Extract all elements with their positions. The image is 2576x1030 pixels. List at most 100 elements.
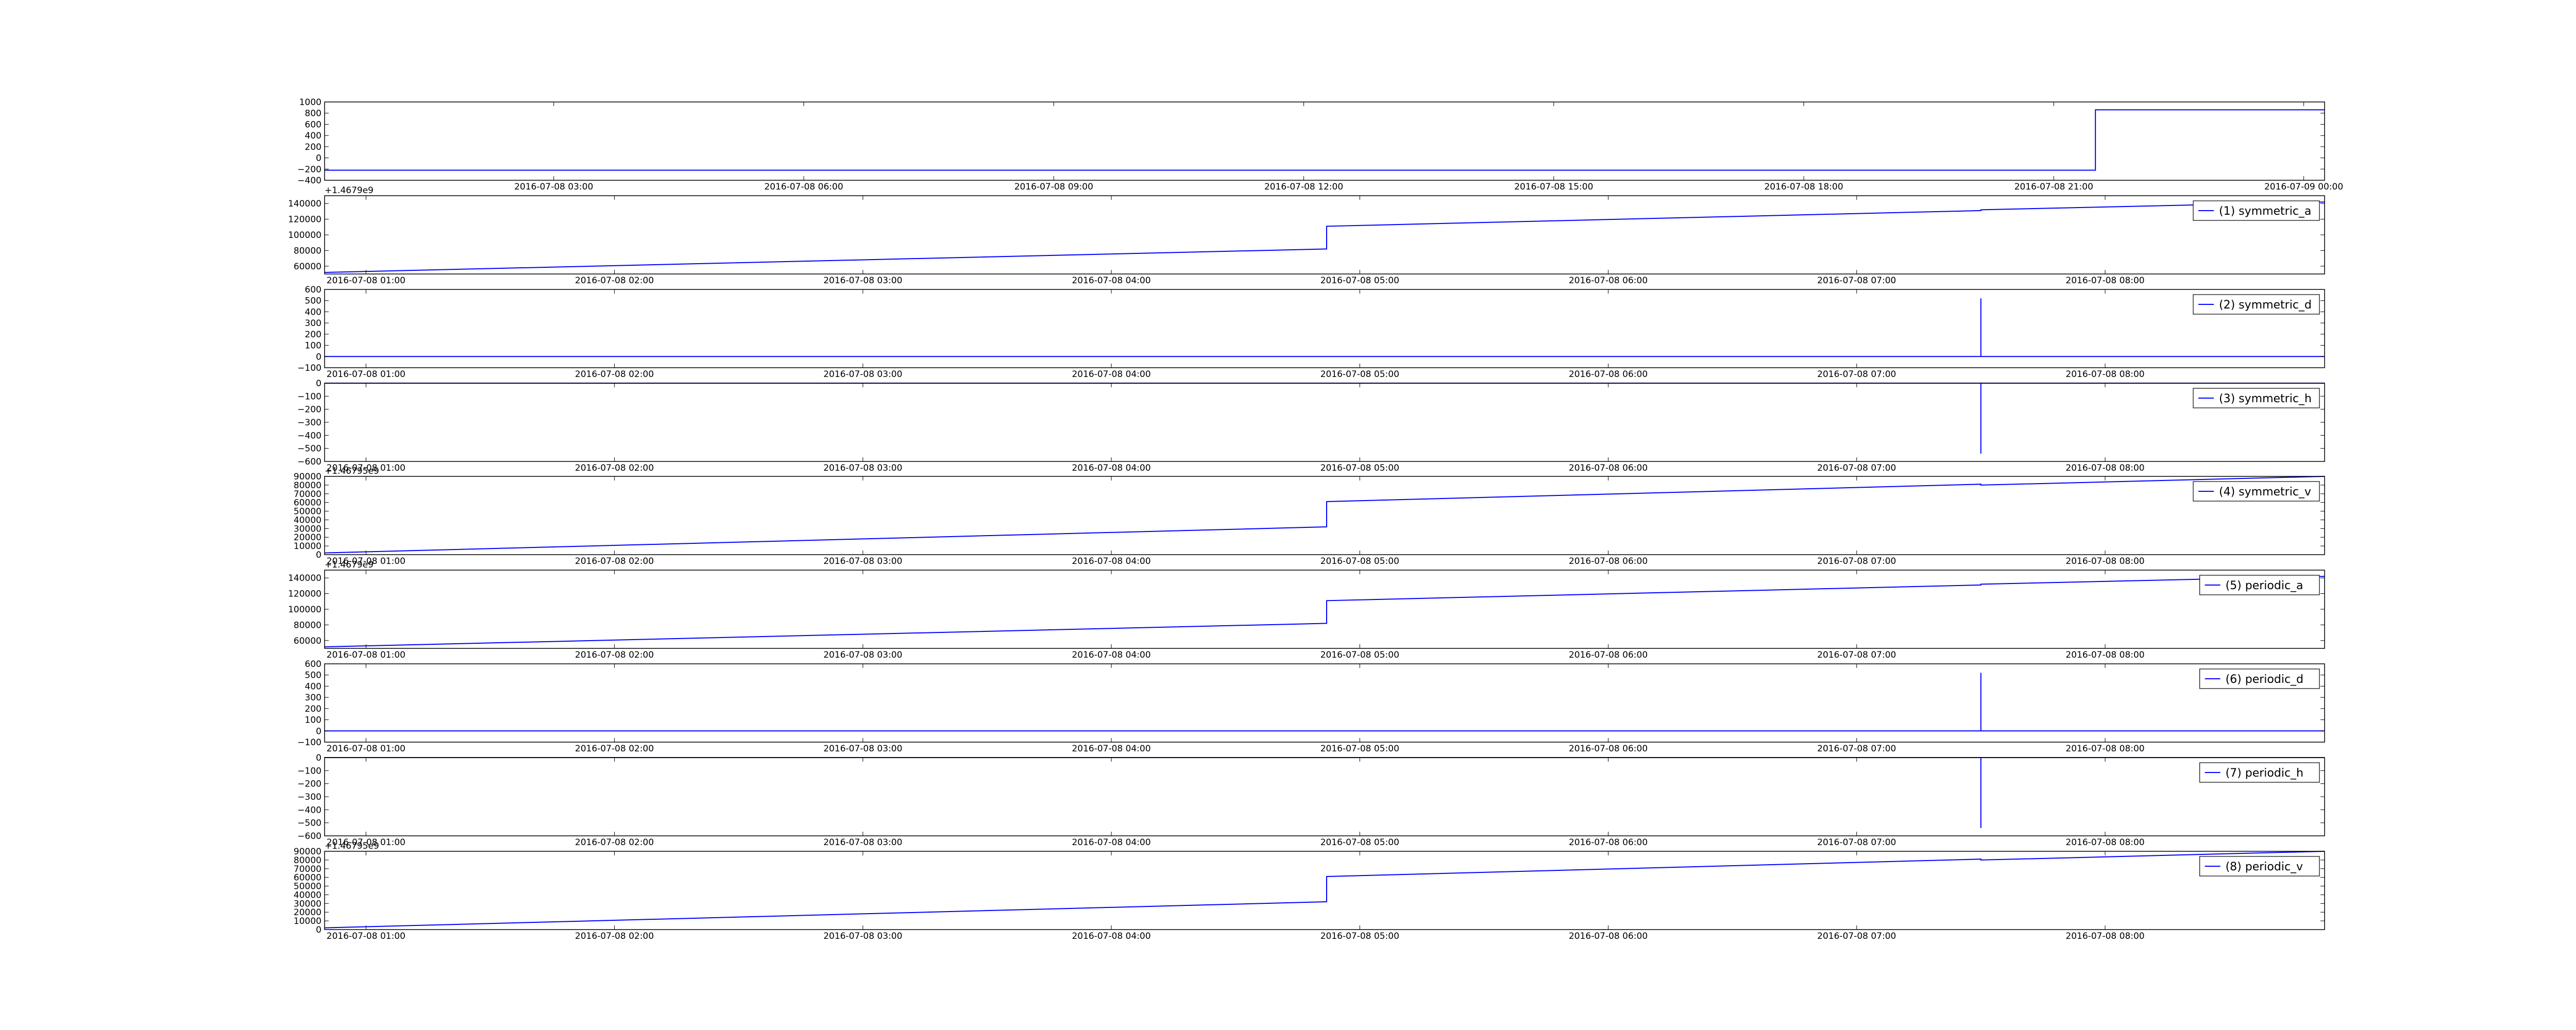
y-tick-label-2-7: −100 (297, 363, 321, 373)
axes-frame-0 (324, 101, 2325, 181)
legend-box-3 (2193, 388, 2320, 408)
y-tick-label-3-1: −100 (297, 391, 321, 402)
y-tick-label-3-4: −400 (297, 431, 321, 441)
y-tick-label-4-9: 0 (316, 550, 321, 560)
x-tick-label-1-4: 2016-07-08 05:00 (1320, 276, 1399, 286)
y-tick-label-4-1: 80000 (294, 480, 321, 491)
y-tick-label-5-2: 100000 (288, 605, 321, 615)
x-tick-label-7-6: 2016-07-08 07:00 (1817, 837, 1896, 848)
x-tick-label-7-2: 2016-07-08 03:00 (823, 837, 902, 848)
y-tick-label-1-2: 100000 (288, 230, 321, 241)
x-tick-label-0-5: 2016-07-08 18:00 (1764, 182, 1843, 192)
x-tick-label-3-4: 2016-07-08 05:00 (1320, 463, 1399, 473)
x-tick-label-0-6: 2016-07-08 21:00 (2014, 182, 2093, 192)
y-tick-label-1-1: 120000 (288, 215, 321, 225)
x-tick-label-4-7: 2016-07-08 08:00 (2065, 556, 2144, 566)
x-tick-label-6-1: 2016-07-08 02:00 (575, 744, 654, 754)
x-tick-label-6-6: 2016-07-08 07:00 (1817, 744, 1896, 754)
y-tick-label-7-2: −200 (297, 779, 321, 789)
x-tick-label-2-2: 2016-07-08 03:00 (823, 369, 902, 380)
x-tick-label-8-2: 2016-07-08 03:00 (823, 931, 902, 941)
y-tick-label-2-3: 300 (305, 318, 321, 329)
series-line-4-0 (324, 476, 2325, 554)
x-tick-label-2-1: 2016-07-08 02:00 (575, 369, 654, 380)
x-tick-label-4-3: 2016-07-08 04:00 (1072, 556, 1150, 566)
y-tick-label-6-0: 600 (305, 659, 321, 670)
legend-label-5: (5) periodic_a (2226, 579, 2303, 592)
y-tick-label-0-0: 1000 (299, 97, 321, 108)
x-tick-label-6-0: 2016-07-08 01:00 (327, 744, 405, 754)
x-tick-label-7-4: 2016-07-08 05:00 (1320, 837, 1399, 848)
y-tick-label-5-3: 80000 (294, 620, 321, 630)
x-tick-label-5-6: 2016-07-08 07:00 (1817, 650, 1896, 660)
y-tick-label-8-8: 10000 (294, 916, 321, 926)
x-tick-label-0-4: 2016-07-08 15:00 (1514, 182, 1593, 192)
y-tick-label-3-2: −200 (297, 405, 321, 415)
legend-label-3: (3) symmetric_h (2219, 392, 2312, 405)
y-tick-label-2-1: 500 (305, 296, 321, 306)
x-tick-label-3-5: 2016-07-08 06:00 (1569, 463, 1648, 473)
y-tick-label-6-6: 0 (316, 726, 321, 736)
y-tick-label-0-4: 200 (305, 142, 321, 152)
x-tick-label-3-1: 2016-07-08 02:00 (575, 463, 654, 473)
subplot-8: 9000080000700006000050000400003000020000… (294, 841, 2325, 941)
y-tick-label-2-6: 0 (316, 352, 321, 362)
x-tick-label-3-7: 2016-07-08 08:00 (2065, 463, 2144, 473)
y-tick-label-2-2: 400 (305, 307, 321, 317)
y-tick-label-8-2: 70000 (294, 864, 321, 874)
y-tick-label-2-5: 100 (305, 341, 321, 351)
x-tick-label-1-0: 2016-07-08 01:00 (327, 276, 405, 286)
y-tick-label-4-4: 50000 (294, 507, 321, 517)
x-tick-label-6-5: 2016-07-08 06:00 (1569, 744, 1648, 754)
y-tick-label-3-6: −600 (297, 457, 321, 467)
y-tick-label-4-6: 30000 (294, 524, 321, 534)
series-line-8-0 (324, 851, 2325, 929)
x-tick-label-2-6: 2016-07-08 07:00 (1817, 369, 1896, 380)
y-tick-label-5-4: 60000 (294, 636, 321, 646)
legend-label-1: (1) symmetric_a (2219, 205, 2311, 218)
x-tick-label-2-3: 2016-07-08 04:00 (1072, 369, 1150, 380)
y-tick-label-7-3: −300 (297, 792, 321, 802)
x-tick-label-0-0: 2016-07-08 03:00 (514, 182, 593, 192)
y-tick-label-6-4: 200 (305, 704, 321, 714)
y-tick-label-0-7: −400 (297, 176, 321, 186)
x-tick-label-2-7: 2016-07-08 08:00 (2065, 369, 2144, 380)
y-tick-label-8-6: 30000 (294, 899, 321, 909)
y-tick-label-7-4: −400 (297, 805, 321, 815)
y-tick-label-8-9: 0 (316, 925, 321, 935)
x-tick-label-6-3: 2016-07-08 04:00 (1072, 744, 1150, 754)
y-tick-label-0-3: 400 (305, 131, 321, 141)
x-tick-label-1-7: 2016-07-08 08:00 (2065, 276, 2144, 286)
y-tick-label-5-1: 120000 (288, 589, 321, 599)
x-tick-label-3-0: 2016-07-08 01:00 (327, 463, 405, 473)
y-tick-label-7-1: −100 (297, 766, 321, 776)
y-tick-label-4-0: 90000 (294, 472, 321, 482)
x-tick-label-8-6: 2016-07-08 07:00 (1817, 931, 1896, 941)
x-tick-label-2-4: 2016-07-08 05:00 (1320, 369, 1399, 380)
x-tick-label-7-7: 2016-07-08 08:00 (2065, 837, 2144, 848)
x-tick-label-5-1: 2016-07-08 02:00 (575, 650, 654, 660)
x-tick-label-4-4: 2016-07-08 05:00 (1320, 556, 1399, 566)
x-tick-label-2-0: 2016-07-08 01:00 (327, 369, 405, 380)
x-tick-label-7-1: 2016-07-08 02:00 (575, 837, 654, 848)
x-tick-label-1-1: 2016-07-08 02:00 (575, 276, 654, 286)
x-tick-label-4-1: 2016-07-08 02:00 (575, 556, 654, 566)
x-tick-label-4-6: 2016-07-08 07:00 (1817, 556, 1896, 566)
x-tick-label-7-3: 2016-07-08 04:00 (1072, 837, 1150, 848)
x-tick-label-0-7: 2016-07-09 00:00 (2264, 182, 2343, 192)
axes-frame-2 (324, 289, 2325, 368)
y-tick-label-4-8: 10000 (294, 541, 321, 552)
y-tick-label-4-2: 70000 (294, 489, 321, 500)
x-tick-label-3-2: 2016-07-08 03:00 (823, 463, 902, 473)
x-tick-label-5-7: 2016-07-08 08:00 (2065, 650, 2144, 660)
y-tick-label-0-5: 0 (316, 153, 321, 164)
subplot-4: 9000080000700006000050000400003000020000… (294, 466, 2325, 566)
x-tick-label-6-7: 2016-07-08 08:00 (2065, 744, 2144, 754)
y-tick-label-1-0: 140000 (288, 199, 321, 209)
offset-text-4: +1.46795e9 (325, 466, 379, 476)
x-tick-label-6-2: 2016-07-08 03:00 (823, 744, 902, 754)
